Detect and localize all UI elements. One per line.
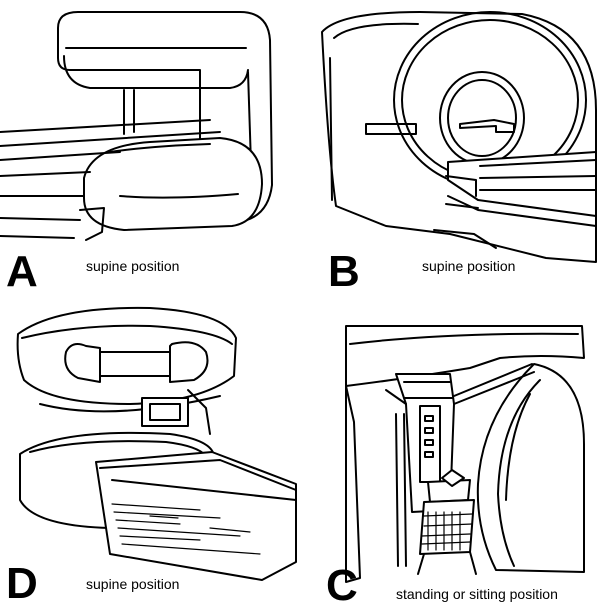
scanner-a-illustration [0, 11, 273, 241]
panel-label-c: C [326, 561, 358, 610]
scanner-b-illustration [321, 11, 597, 263]
caption-a: supine position [86, 258, 180, 274]
caption-c: standing or sitting position [396, 586, 558, 602]
panel-label-a: A [6, 247, 38, 296]
panel-d: D supine position [0, 304, 300, 608]
caption-b: supine position [422, 258, 516, 274]
scanner-d-illustration [16, 306, 297, 581]
caption-d: supine position [86, 576, 180, 592]
panel-b: B supine position [300, 0, 600, 304]
panel-a: A supine position [0, 0, 300, 304]
panel-c: C standing or sitting position [300, 304, 600, 608]
panel-label-b: B [328, 247, 360, 296]
panel-label-d: D [6, 559, 38, 608]
scanner-c-illustration [345, 325, 585, 583]
